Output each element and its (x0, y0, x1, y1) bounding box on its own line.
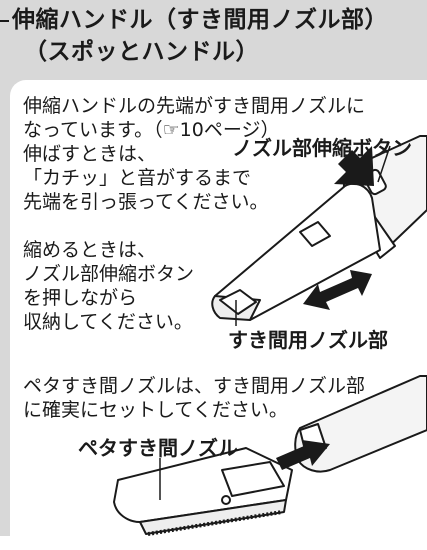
retract-line-4: 収納してください。 (23, 311, 193, 333)
press-arrow (334, 146, 374, 186)
header-marker (0, 20, 9, 22)
section-header: 伸縮ハンドル（すき間用ノズル部） （スポッとハンドル） (0, 0, 427, 74)
retract-line-1: 縮めるときは、 (23, 239, 157, 261)
illustration (113, 135, 427, 536)
flat-nozzle-line-1: ペタすき間ノズルは、すき間用ノズル部 (23, 375, 366, 397)
intro-line-1: 伸縮ハンドルの先端がすき間用ノズルに (23, 95, 366, 117)
slide-double-arrow (303, 270, 372, 310)
retract-line-2: ノズル部伸縮ボタン (23, 263, 195, 285)
insert-arrow (276, 440, 330, 470)
intro-line-3: 伸ばすときは、 (23, 143, 157, 165)
intro-line-5: 先端を引っ張ってください。 (23, 191, 269, 213)
section-subtitle: （スポッとハンドル） (24, 39, 259, 65)
retract-line-3: を押しながら (23, 287, 138, 309)
flat-nozzle-illustration (113, 375, 427, 536)
gap-nozzle-label: すき間用ノズル部 (228, 328, 388, 352)
intro-line-4: 「カチッ」と音がするまで (23, 167, 252, 189)
nozzle-button-label: ノズル部伸縮ボタン (232, 136, 412, 160)
intro-line-2: なっています。（☞10ページ） (23, 119, 280, 141)
section-title: 伸縮ハンドル（すき間用ノズル部） (12, 7, 388, 33)
flat-nozzle-line-2: に確実にセットしてください。 (23, 399, 288, 421)
flat-gap-nozzle-label: ペタすき間ノズル (78, 436, 238, 460)
extended-handle-illustration (211, 135, 427, 321)
